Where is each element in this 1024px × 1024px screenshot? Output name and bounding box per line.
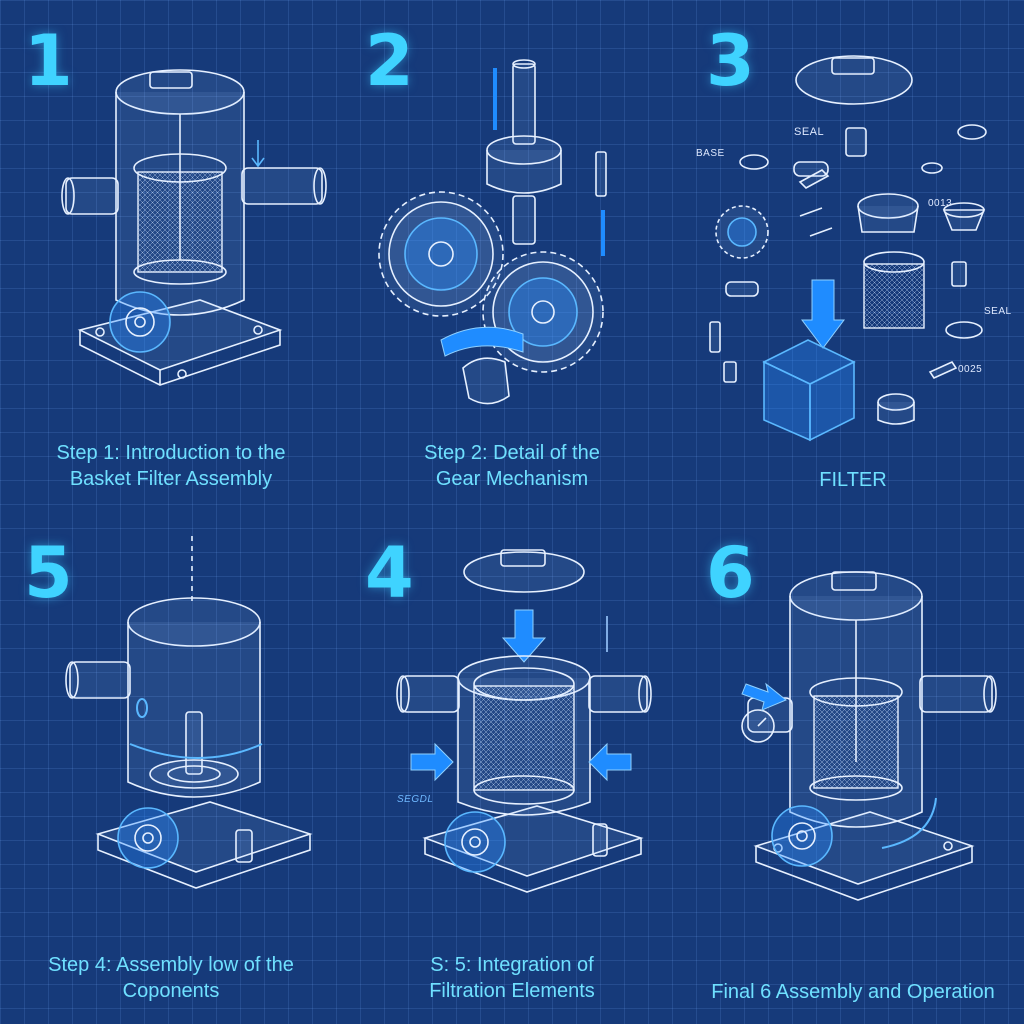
caption-line-1: Final 6 Assembly and Operation xyxy=(711,981,995,1003)
step-number: 4 xyxy=(365,532,414,614)
label-seal-top: SEAL xyxy=(794,126,825,138)
step-caption: S: 5: Integration of Filtration Elements xyxy=(347,952,677,1004)
step-1-panel: 1 Step 1: Introduction to the Basket Fil… xyxy=(0,0,341,512)
annotation-label: SEGDL xyxy=(397,794,434,805)
final-assembly-illustration xyxy=(741,571,997,901)
caption-line-2: Basket Filter Assembly xyxy=(69,468,273,490)
label-base: BASE xyxy=(696,148,725,159)
step-caption: FILTER xyxy=(688,467,1018,493)
step-5-panel: 5 Step 4: Assembly low of the Coponents xyxy=(0,512,341,1024)
step-2-panel: 2 Step 2: Detail of the Gear Mechanism xyxy=(341,0,682,512)
basket-filter-assembly-illustration xyxy=(61,69,327,386)
step-3-panel: 3 xyxy=(682,0,1023,512)
caption-line-1: FILTER xyxy=(819,469,887,491)
caption-line-1: Step 2: Detail of the xyxy=(424,442,600,464)
exploded-parts-illustration xyxy=(709,55,987,442)
component-assembly-illustration xyxy=(65,536,313,889)
step-caption: Step 2: Detail of the Gear Mechanism xyxy=(347,440,677,492)
label-seal-right: SEAL xyxy=(984,306,1012,317)
caption-line-1: S: 5: Integration of xyxy=(430,954,594,976)
label-code-1: 0013 xyxy=(928,198,953,209)
step-caption: Step 4: Assembly low of the Coponents xyxy=(6,952,336,1004)
caption-line-2: Filtration Elements xyxy=(429,980,595,1002)
step-caption: Step 1: Introduction to the Basket Filte… xyxy=(6,440,336,492)
step-caption: Final 6 Assembly and Operation xyxy=(688,979,1018,1005)
caption-line-2: Gear Mechanism xyxy=(435,468,589,490)
caption-line-1: Step 4: Assembly low of the xyxy=(48,954,294,976)
step-number: 3 xyxy=(706,20,755,102)
step-number: 5 xyxy=(24,532,73,614)
step-6-panel: 6 Final 6 Assembly and Operation xyxy=(682,512,1023,1024)
caption-line-2: Coponents xyxy=(122,980,220,1002)
step-number: 6 xyxy=(706,532,755,614)
step-number: 2 xyxy=(365,20,414,102)
caption-line-1: Step 1: Introduction to the xyxy=(56,442,286,464)
step-4-panel: 4 SEGDL S: 5: Integration of Filtrat xyxy=(341,512,682,1024)
step-number: 1 xyxy=(24,20,73,102)
gear-mechanism-illustration xyxy=(378,59,607,405)
label-code-2: 0025 xyxy=(958,364,983,375)
filtration-elements-illustration xyxy=(396,549,652,893)
